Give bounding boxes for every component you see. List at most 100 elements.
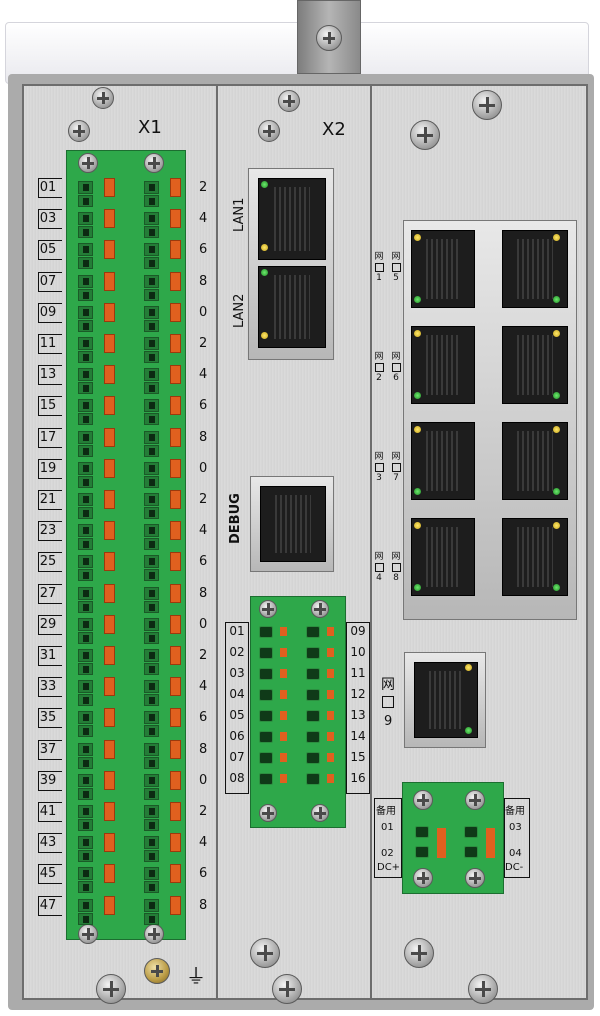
x2-release-tab[interactable] <box>280 774 287 783</box>
x1-release-tab[interactable] <box>170 490 181 509</box>
x1-release-tab[interactable] <box>104 334 115 353</box>
x1-release-tab[interactable] <box>104 677 115 696</box>
x1-release-tab[interactable] <box>170 209 181 228</box>
ethernet-port[interactable] <box>411 230 475 308</box>
x1-release-tab[interactable] <box>170 740 181 759</box>
x1-release-tab[interactable] <box>170 240 181 259</box>
x1-release-tab[interactable] <box>104 459 115 478</box>
x1-release-tab[interactable] <box>170 396 181 415</box>
x1-release-tab[interactable] <box>104 771 115 790</box>
lan1-activity-led-icon <box>261 244 268 251</box>
x2-terminal-number-right: 12 <box>350 687 366 701</box>
x1-terminal-hole <box>78 524 93 537</box>
x1-terminal-hole <box>78 493 93 506</box>
x1-release-tab[interactable] <box>104 521 115 540</box>
x1-release-tab[interactable] <box>104 864 115 883</box>
panel-screw-icon <box>250 938 280 968</box>
lan2-port[interactable] <box>258 266 326 348</box>
x1-release-tab[interactable] <box>170 802 181 821</box>
x1-release-tab[interactable] <box>104 740 115 759</box>
x1-release-tab[interactable] <box>104 240 115 259</box>
lan1-port[interactable] <box>258 178 326 260</box>
x1-number-box <box>38 802 62 822</box>
x1-terminal-hole <box>78 351 93 363</box>
x1-release-tab[interactable] <box>104 646 115 665</box>
x1-terminal-hole <box>78 306 93 319</box>
ethernet-port[interactable] <box>502 230 568 308</box>
x2-release-tab[interactable] <box>280 648 287 657</box>
ethernet-port[interactable] <box>502 326 568 404</box>
port9[interactable] <box>414 662 478 738</box>
ethernet-port[interactable] <box>502 422 568 500</box>
x1-release-tab[interactable] <box>170 615 181 634</box>
x2-release-tab[interactable] <box>280 669 287 678</box>
x1-release-tab[interactable] <box>104 396 115 415</box>
x1-terminal-number-right: 6 <box>199 866 208 881</box>
x1-release-tab[interactable] <box>104 428 115 447</box>
ethernet-port[interactable] <box>411 326 475 404</box>
x2-release-tab[interactable] <box>280 732 287 741</box>
x1-release-tab[interactable] <box>104 178 115 197</box>
power-release-tab[interactable] <box>486 828 495 858</box>
x2-release-tab[interactable] <box>327 774 334 783</box>
port-link-led-icon <box>553 522 560 529</box>
x2-release-tab[interactable] <box>327 732 334 741</box>
x1-release-tab[interactable] <box>170 646 181 665</box>
x1-release-tab[interactable] <box>104 896 115 915</box>
x1-release-tab[interactable] <box>170 864 181 883</box>
x1-release-tab[interactable] <box>104 303 115 322</box>
x1-release-tab[interactable] <box>170 272 181 291</box>
dc-plus-label: DC+ <box>377 862 401 873</box>
x1-release-tab[interactable] <box>104 833 115 852</box>
x1-release-tab[interactable] <box>170 365 181 384</box>
ethernet-port[interactable] <box>502 518 568 596</box>
x1-release-tab[interactable] <box>170 833 181 852</box>
port9-net-label: 网 <box>381 677 395 693</box>
x1-release-tab[interactable] <box>170 521 181 540</box>
x1-release-tab[interactable] <box>170 677 181 696</box>
x1-release-tab[interactable] <box>104 272 115 291</box>
x2-release-tab[interactable] <box>280 627 287 636</box>
x1-release-tab[interactable] <box>170 771 181 790</box>
x1-release-tab[interactable] <box>104 490 115 509</box>
x1-release-tab[interactable] <box>104 708 115 727</box>
terminal-screw-icon <box>413 790 433 810</box>
x1-release-tab[interactable] <box>170 178 181 197</box>
x1-release-tab[interactable] <box>104 552 115 571</box>
x2-release-tab[interactable] <box>280 711 287 720</box>
x1-release-tab[interactable] <box>170 303 181 322</box>
x1-release-tab[interactable] <box>170 428 181 447</box>
x1-release-tab[interactable] <box>104 802 115 821</box>
x1-release-tab[interactable] <box>170 334 181 353</box>
port-indicator-box <box>391 263 401 272</box>
x1-release-tab[interactable] <box>104 584 115 603</box>
x2-release-tab[interactable] <box>280 753 287 762</box>
x2-release-tab[interactable] <box>327 753 334 762</box>
x1-release-tab[interactable] <box>170 708 181 727</box>
x1-terminal-hole <box>78 195 93 207</box>
x1-release-tab[interactable] <box>170 584 181 603</box>
x1-terminal-hole <box>78 663 93 675</box>
x2-terminal-number: 06 <box>229 729 245 743</box>
port-activity-led-icon <box>414 488 421 495</box>
x1-release-tab[interactable] <box>104 209 115 228</box>
power-terminal-hole <box>464 826 478 838</box>
x2-release-tab[interactable] <box>327 669 334 678</box>
ethernet-port[interactable] <box>411 422 475 500</box>
x1-terminal-hole <box>144 257 159 269</box>
x1-release-tab[interactable] <box>104 615 115 634</box>
power-release-tab[interactable] <box>437 828 446 858</box>
ethernet-port[interactable] <box>411 518 475 596</box>
x1-terminal-number-right: 4 <box>199 211 208 226</box>
debug-port[interactable] <box>260 486 326 562</box>
x1-release-tab[interactable] <box>170 459 181 478</box>
x1-terminal-number-right: 2 <box>199 336 208 351</box>
x1-release-tab[interactable] <box>104 365 115 384</box>
x2-release-tab[interactable] <box>280 690 287 699</box>
x1-release-tab[interactable] <box>170 896 181 915</box>
x1-release-tab[interactable] <box>170 552 181 571</box>
x2-release-tab[interactable] <box>327 690 334 699</box>
x2-release-tab[interactable] <box>327 648 334 657</box>
x2-release-tab[interactable] <box>327 711 334 720</box>
x2-release-tab[interactable] <box>327 627 334 636</box>
